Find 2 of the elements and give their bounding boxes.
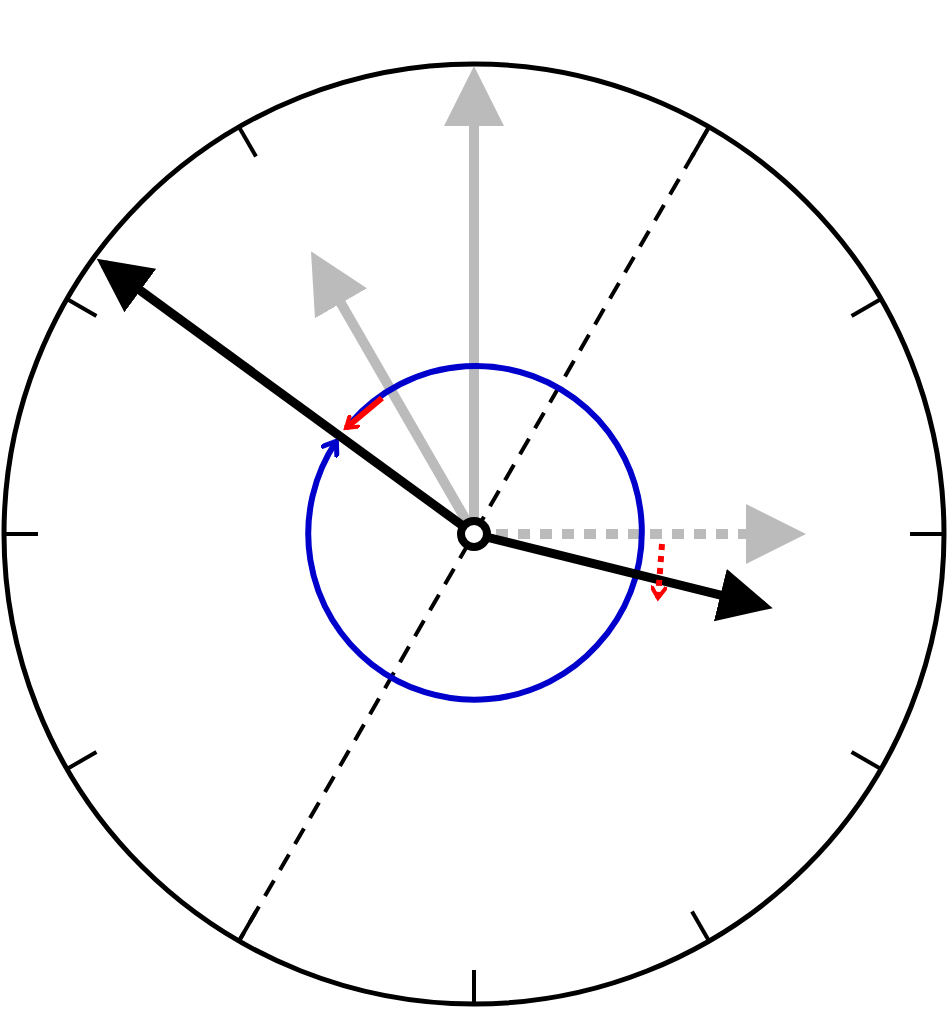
clock-dial-drawing: [1, 61, 947, 1007]
pivot-point: [457, 517, 491, 551]
